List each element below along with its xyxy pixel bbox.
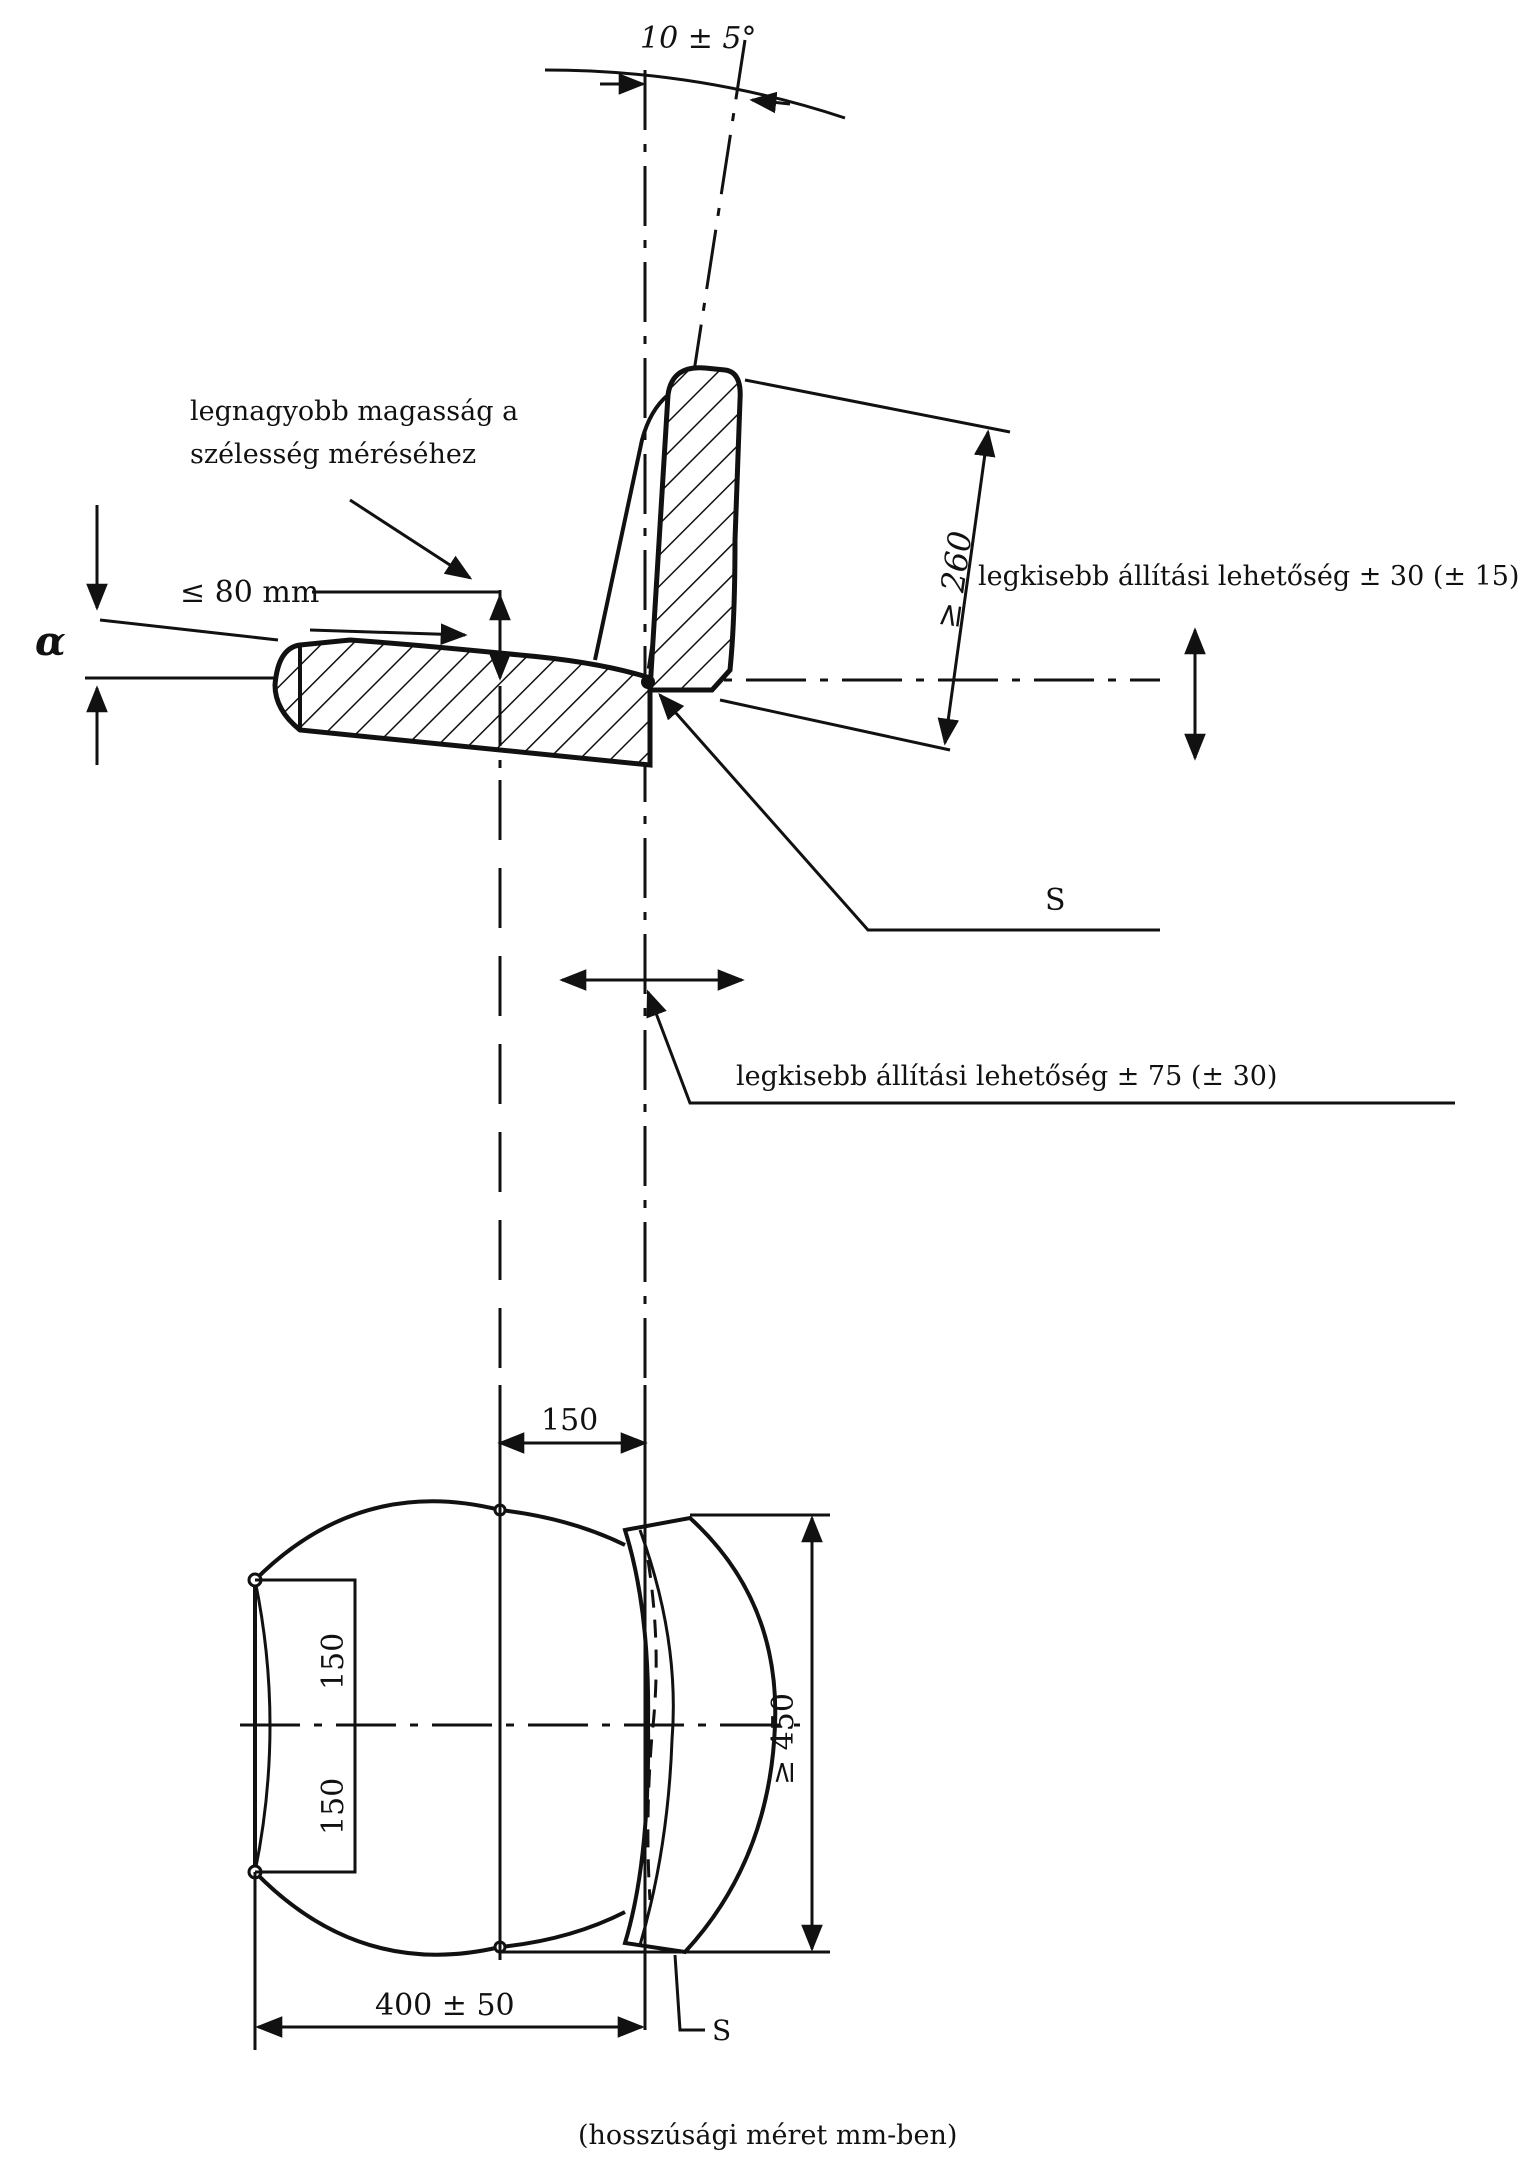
ge260-label: ≥ 260 — [928, 529, 979, 631]
seat-surface-leader — [309, 623, 468, 646]
max-height-label-1: legnagyobb magasság a — [190, 396, 518, 427]
alpha-label: α — [35, 618, 66, 665]
max-height-label-2: szélesség méréséhez — [190, 439, 476, 470]
ge260-dimline — [937, 429, 996, 746]
dim150-left-lower-label: 150 — [316, 1778, 351, 1835]
dim150-left-box — [255, 1578, 357, 1874]
ge260-ext-bottom — [719, 698, 951, 752]
dim150-left-upper-label: 150 — [316, 1633, 351, 1690]
plan-backrest-inner — [638, 1529, 675, 1946]
alpha-line — [99, 618, 279, 642]
dim400-label: 400 ± 50 — [375, 1988, 515, 2023]
plan-backrest — [622, 1515, 778, 1955]
le80-label: ≤ 80 mm — [180, 575, 319, 610]
fore-adjust-leader — [646, 989, 1455, 1105]
backrest — [647, 365, 743, 693]
back-adjust-label: legkisebb állítási lehetőség ± 30 (± 15) — [978, 561, 1519, 592]
caption: (hosszúsági méret mm-ben) — [578, 2120, 957, 2151]
plan-seat-right-edge — [499, 1508, 626, 1949]
angle-label: 10 ± 5° — [640, 21, 756, 56]
plan-view: 150 150 150 ≥ 450 400 ± 50 S — [240, 1385, 830, 2050]
ge260-ext-top — [744, 378, 1011, 434]
s-point — [641, 675, 655, 689]
s-plan-label: S — [712, 2014, 731, 2047]
angle-arc — [544, 68, 846, 120]
plan-seat-outline — [253, 1499, 501, 1957]
angle-arrow-right — [749, 91, 791, 114]
ge450-label: ≥ 450 — [766, 1693, 801, 1785]
s-side-label: S — [1045, 883, 1066, 918]
fore-adjust-label: legkisebb állítási lehetőség ± 75 (± 30) — [736, 1061, 1277, 1092]
backrest-axis — [643, 39, 747, 691]
s-plan-leader — [673, 1954, 705, 2032]
side-view: 10 ± 5° legnagyobb magasság a szélesség … — [35, 21, 1519, 1385]
s-side-leader — [658, 692, 1160, 932]
dim150-top-label: 150 — [541, 1403, 598, 1438]
backrest-front-profile — [593, 393, 670, 661]
max-height-leader — [349, 498, 473, 580]
seat-cushion — [272, 637, 653, 768]
